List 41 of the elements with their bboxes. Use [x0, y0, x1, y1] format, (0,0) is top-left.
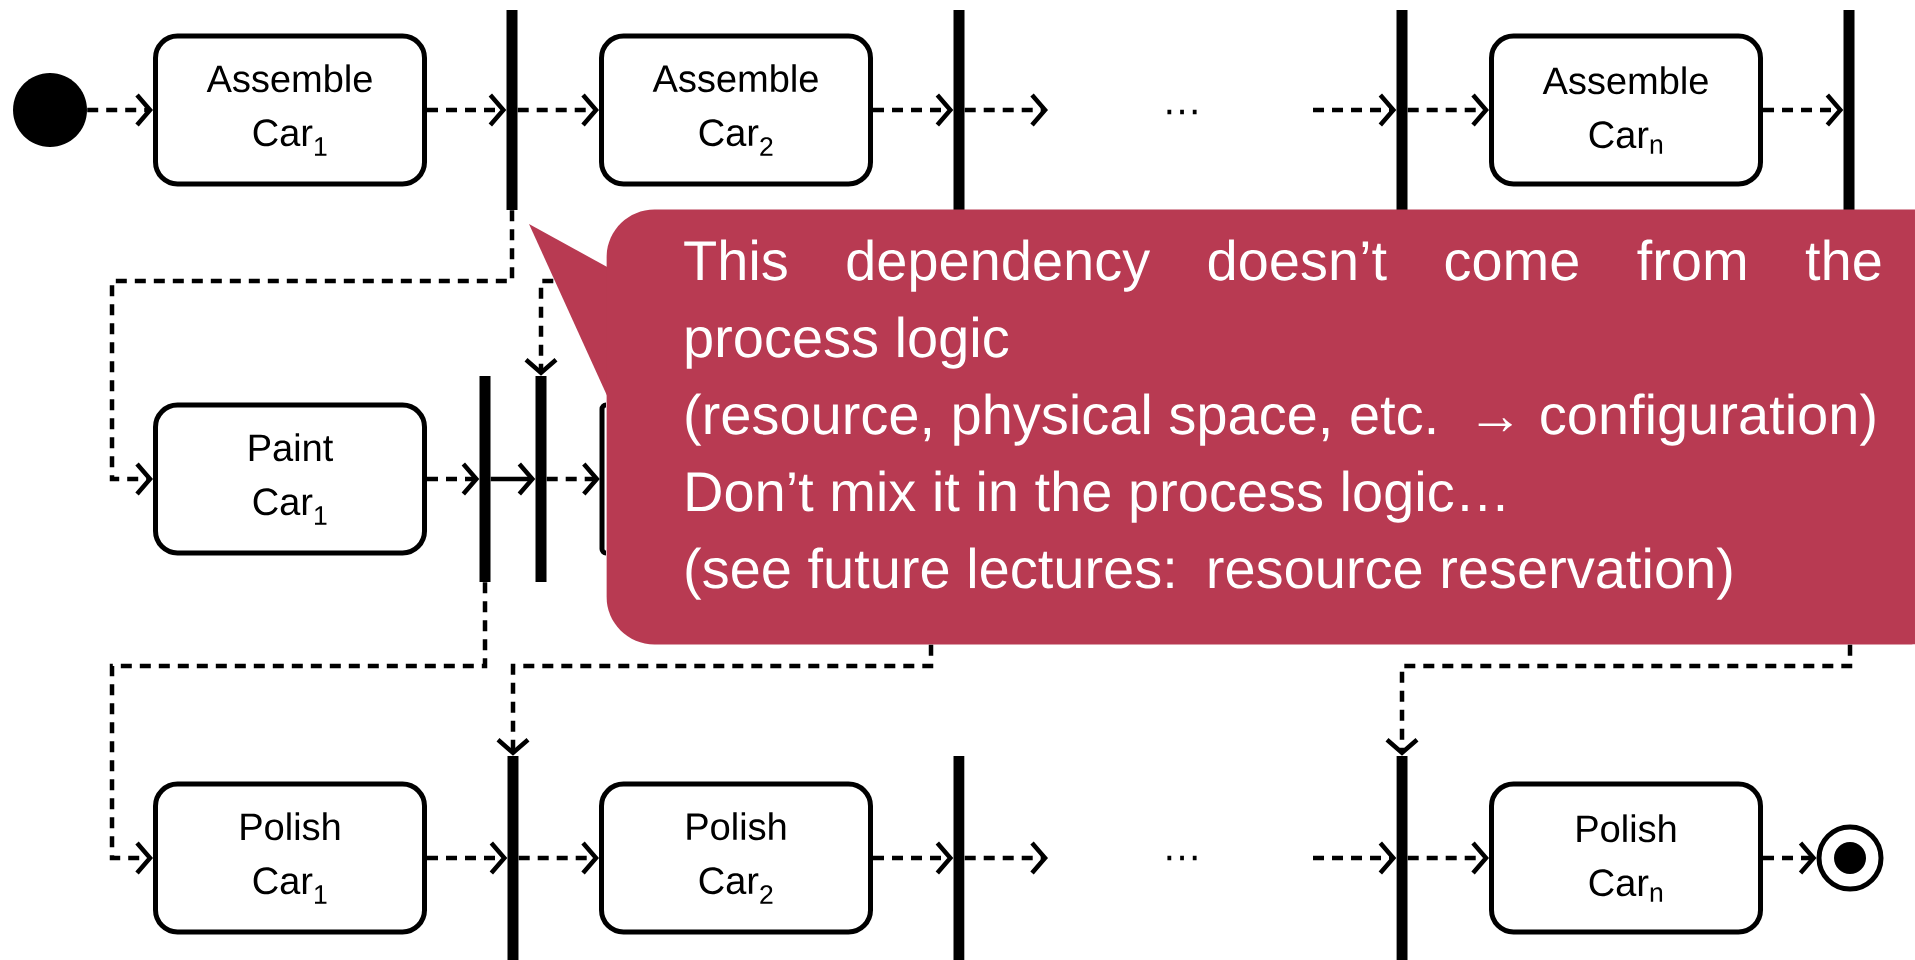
action-box: Polish Car$_{1}$	[153, 781, 427, 935]
action-box: Polish Car$_{n}$	[1489, 781, 1763, 935]
dashed-arrow	[517, 93, 599, 127]
action-box: Polish Car$_{2}$	[599, 781, 873, 935]
sync-bar	[1396, 10, 1408, 210]
sync-bar	[1396, 756, 1408, 960]
dashed-arrow	[109, 582, 488, 875]
action-box: Assemble Car$_{1}$	[153, 33, 427, 187]
sync-bar	[506, 10, 518, 210]
ellipsis-text: …	[1167, 855, 1197, 861]
final-node	[1816, 824, 1884, 892]
action-box	[599, 402, 607, 556]
action-box: Paint Car$_{1}$	[153, 402, 427, 556]
dashed-arrow	[87, 93, 153, 127]
sync-bar	[953, 10, 965, 210]
action-box: Assemble Car$_{2}$	[599, 33, 873, 187]
action-box: Assemble Car$_{n}$	[1489, 33, 1763, 187]
dashed-arrow	[964, 841, 1048, 875]
dashed-arrow	[1313, 841, 1397, 875]
speech-bubble: This dependency doesn’t come from the process logic (resource, physical space, etc. → configuration) Don’t mix it in the process logic… (see future lectures: resource reservation)	[529, 209, 1915, 645]
dashed-arrow	[964, 93, 1048, 127]
sync-bar	[953, 756, 965, 960]
dashed-arrow	[496, 644, 934, 756]
initial-node	[13, 73, 87, 147]
sync-bar	[535, 376, 547, 582]
dashed-arrow	[1407, 93, 1489, 127]
dashed-arrow	[873, 93, 954, 127]
dashed-arrow	[427, 841, 508, 875]
dashed-arrow	[1407, 841, 1489, 875]
ellipsis-text: …	[1167, 109, 1197, 115]
dashed-arrow	[518, 841, 599, 875]
dashed-arrow	[427, 93, 507, 127]
sync-bar	[507, 756, 519, 960]
dashed-arrow	[1763, 93, 1844, 127]
dashed-arrow	[109, 210, 515, 496]
sync-bar	[479, 376, 491, 582]
dashed-arrow	[873, 841, 954, 875]
dashed-arrow	[1385, 644, 1853, 756]
dashed-arrow	[1313, 93, 1397, 127]
sync-bar	[1843, 10, 1855, 210]
dashed-arrow	[524, 278, 558, 376]
